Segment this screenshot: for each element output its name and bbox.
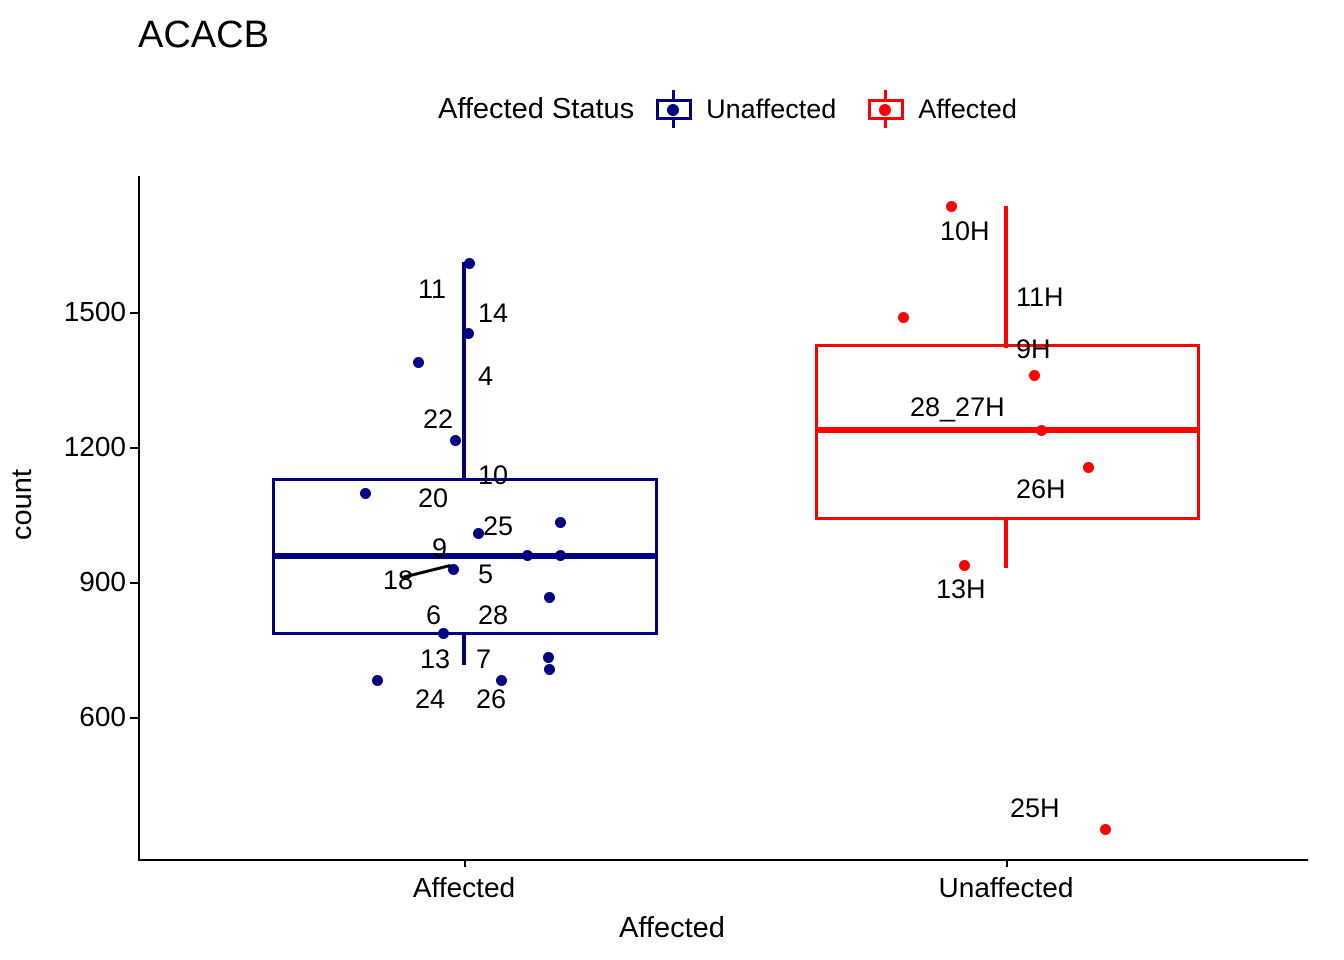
point-28[interactable] bbox=[544, 592, 555, 603]
box-unaffected-median bbox=[815, 427, 1200, 433]
y-axis-title: count bbox=[6, 469, 38, 540]
box-affected-whisker-lower bbox=[462, 633, 466, 665]
point-label-25: 25 bbox=[483, 511, 514, 541]
point-label-11: 11 bbox=[418, 274, 447, 304]
point-10[interactable] bbox=[555, 517, 566, 528]
legend-item-affected[interactable]: Affected bbox=[864, 90, 1017, 128]
point-11[interactable] bbox=[464, 258, 475, 269]
box-affected-median bbox=[272, 553, 658, 559]
point-label-9: 9 bbox=[432, 533, 448, 563]
x-tick-unaffected bbox=[1006, 859, 1008, 867]
point-6[interactable] bbox=[438, 628, 449, 639]
point-7b[interactable] bbox=[544, 664, 555, 675]
point-label-9H: 9H bbox=[1016, 334, 1051, 364]
point-25H[interactable] bbox=[1100, 824, 1111, 835]
point-10H[interactable] bbox=[946, 201, 957, 212]
x-tick-label-unaffected: Unaffected bbox=[938, 872, 1074, 903]
point-26[interactable] bbox=[496, 675, 507, 686]
legend-title: Affected Status bbox=[438, 92, 635, 125]
y-tick-600 bbox=[130, 717, 138, 719]
point-22[interactable] bbox=[450, 435, 461, 446]
y-axis-line bbox=[138, 176, 140, 861]
point-26H[interactable] bbox=[1083, 462, 1094, 473]
point-label-13: 13 bbox=[420, 644, 451, 674]
point-label-18: 18 bbox=[383, 565, 414, 595]
point-label-10: 10 bbox=[478, 460, 509, 490]
point-label-14: 14 bbox=[478, 298, 509, 328]
point-20[interactable] bbox=[360, 488, 371, 499]
x-axis-title: Affected bbox=[619, 912, 725, 944]
legend-label-affected: Affected bbox=[918, 93, 1017, 124]
point-label-6: 6 bbox=[426, 600, 442, 630]
point-28_27H[interactable] bbox=[1036, 425, 1047, 436]
point-label-24: 24 bbox=[415, 684, 446, 714]
y-tick-label-1500: 1500 bbox=[63, 296, 126, 327]
point-label-4: 4 bbox=[478, 361, 494, 391]
point-5[interactable] bbox=[555, 550, 566, 561]
point-18[interactable] bbox=[448, 564, 459, 575]
legend: Affected Status Unaffected Affected bbox=[438, 90, 1045, 128]
y-tick-900 bbox=[130, 582, 138, 584]
box-affected-whisker-upper bbox=[462, 262, 466, 480]
point-13[interactable] bbox=[372, 675, 383, 686]
y-tick-1500 bbox=[130, 312, 138, 314]
point-label-26: 26 bbox=[476, 684, 507, 714]
point-11H[interactable] bbox=[898, 312, 909, 323]
legend-key-affected-icon bbox=[864, 90, 908, 128]
point-4[interactable] bbox=[413, 357, 424, 368]
y-tick-label-1200: 1200 bbox=[63, 431, 126, 462]
point-label-22: 22 bbox=[423, 404, 454, 434]
point-label-28: 28 bbox=[478, 600, 509, 630]
point-25[interactable] bbox=[473, 528, 484, 539]
point-label-13H: 13H bbox=[936, 574, 986, 604]
plot-panel: 11 14 4 22 10 20 25 9 5 18 28 6 13 7 24 … bbox=[130, 176, 1308, 867]
point-label-11H: 11H bbox=[1016, 282, 1064, 312]
legend-key-unaffected-icon bbox=[652, 90, 696, 128]
point-label-25H: 25H bbox=[1010, 793, 1060, 823]
box-unaffected-whisker-lower bbox=[1004, 518, 1008, 568]
point-label-7: 7 bbox=[476, 644, 492, 674]
point-label-10H: 10H bbox=[940, 216, 990, 246]
chart-title: ACACB bbox=[138, 14, 269, 56]
point-14[interactable] bbox=[463, 328, 474, 339]
box-unaffected-whisker-upper bbox=[1004, 206, 1008, 348]
point-9[interactable] bbox=[522, 550, 533, 561]
x-axis-line bbox=[138, 859, 1308, 861]
point-label-28_27H: 28_27H bbox=[910, 392, 1005, 422]
point-7a[interactable] bbox=[543, 652, 554, 663]
x-tick-label-affected: Affected bbox=[412, 872, 516, 903]
point-13H[interactable] bbox=[959, 560, 970, 571]
point-9H[interactable] bbox=[1029, 370, 1040, 381]
y-tick-label-600: 600 bbox=[79, 701, 126, 732]
legend-item-unaffected[interactable]: Unaffected bbox=[652, 90, 836, 128]
y-tick-label-900: 900 bbox=[79, 566, 126, 597]
x-tick-affected bbox=[464, 859, 466, 867]
y-tick-1200 bbox=[130, 447, 138, 449]
point-label-20: 20 bbox=[418, 483, 449, 513]
point-label-5: 5 bbox=[478, 559, 494, 589]
point-label-26H: 26H bbox=[1016, 474, 1066, 504]
legend-label-unaffected: Unaffected bbox=[706, 93, 837, 124]
